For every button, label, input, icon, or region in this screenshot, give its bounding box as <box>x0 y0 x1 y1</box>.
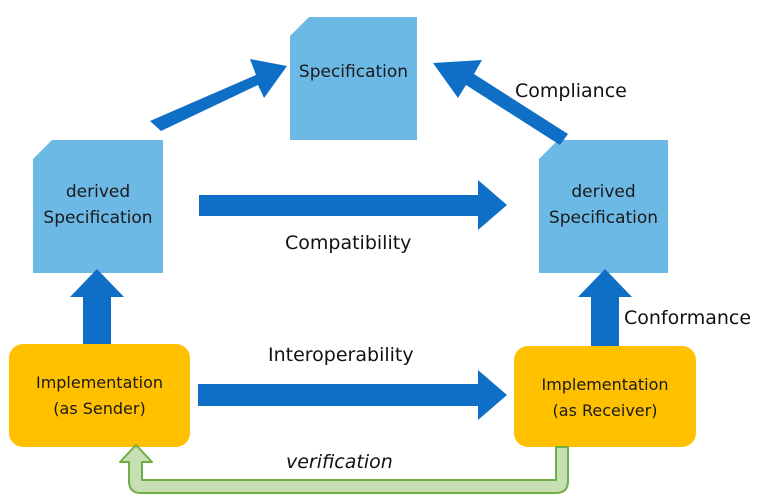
right-spec-document <box>539 140 668 273</box>
arrow-compatibility <box>199 180 507 230</box>
sender-label: Implementation (as Sender) <box>9 370 190 422</box>
right-spec-label-line2: Specification <box>548 208 659 228</box>
right-spec-label-line1: derived <box>571 182 636 202</box>
left-spec-label-line2: Specification <box>43 208 153 228</box>
left-spec-label-line1: derived <box>65 182 131 202</box>
arrow-conformance <box>578 269 632 346</box>
left-spec-document <box>33 140 163 273</box>
compliance-label: Compliance <box>515 80 627 102</box>
arrow-compliance <box>433 60 568 145</box>
arrow-left-to-top-spec <box>150 59 287 131</box>
sender-box <box>9 344 190 447</box>
conformance-label: Conformance <box>624 307 752 329</box>
sender-label-line2: (as Sender) <box>53 399 146 418</box>
right-spec-label: derived Specification <box>539 179 668 231</box>
arrow-verification <box>119 444 569 494</box>
arrow-interoperability <box>198 370 507 420</box>
receiver-box <box>514 346 696 447</box>
verification-label: verification <box>286 451 393 473</box>
receiver-label-line1: Implementation <box>541 375 669 394</box>
receiver-label: Implementation (as Receiver) <box>514 372 696 424</box>
arrow-sender-to-left-spec <box>70 269 124 344</box>
interoperability-label: Interoperability <box>268 344 414 366</box>
receiver-label-line2: (as Receiver) <box>552 401 658 420</box>
top-spec-document <box>290 17 417 140</box>
top-spec-label: Specification <box>298 62 409 82</box>
compatibility-label: Compatibility <box>285 232 412 254</box>
left-spec-label: derived Specification <box>33 179 163 231</box>
sender-label-line1: Implementation <box>35 373 164 392</box>
